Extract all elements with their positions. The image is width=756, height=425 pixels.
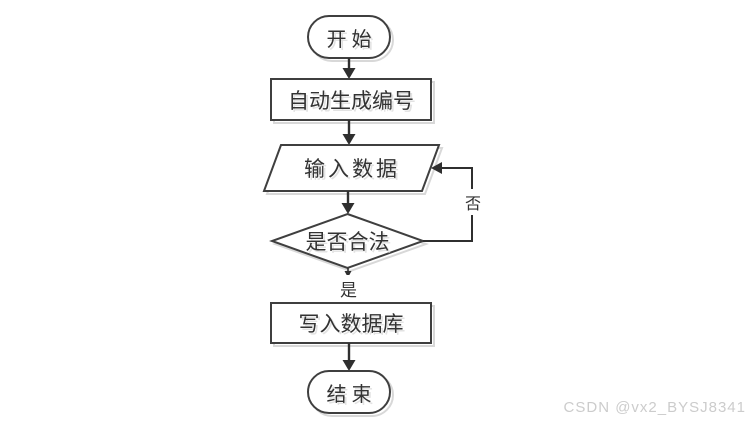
decision-diamond-shape [269, 212, 426, 270]
yes-branch-label: 是 [338, 275, 359, 302]
write-process-shape [270, 302, 432, 344]
start-terminator-shape [307, 15, 391, 59]
arrowhead-write-to-end [342, 360, 356, 371]
arrowhead-generate-to-input [342, 134, 356, 145]
end-terminator-shape [307, 370, 391, 414]
input-parallelogram-shape [262, 144, 441, 192]
arrowhead-start-to-generate [342, 68, 356, 79]
arrowhead-input-to-decision [341, 203, 355, 214]
arrowhead-no-loop [431, 162, 442, 174]
csdn-watermark: CSDN @vx2_BYSJ8341 [563, 399, 746, 416]
arrowhead-decision-tick [344, 271, 352, 278]
no-branch-label: 否 [463, 189, 484, 215]
generate-process-shape [270, 78, 432, 121]
